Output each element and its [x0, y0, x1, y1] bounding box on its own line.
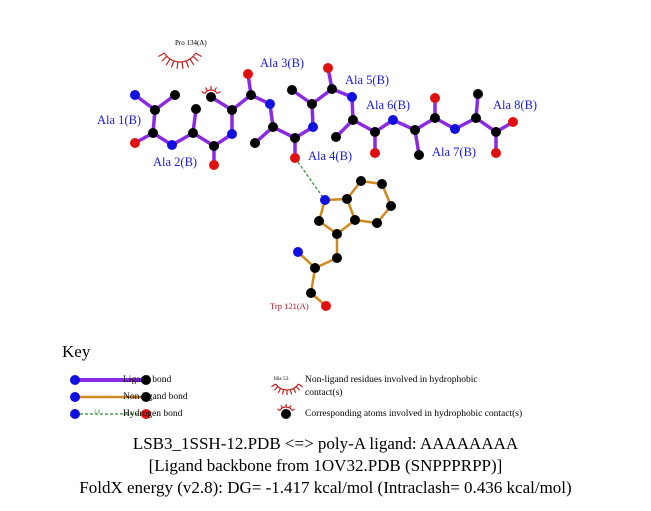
carbon-atom: [307, 99, 317, 109]
carbon-atom: [290, 133, 300, 143]
footer-line-3: FoldX energy (v2.8): DG= -1.417 kcal/mol…: [79, 478, 572, 497]
hydrophobic-contact-pro134-icon: [158, 52, 202, 69]
carbon-atom: [332, 253, 342, 263]
residue-label-ala3: Ala 3(B): [260, 56, 305, 70]
residue-label-ala1: Ala 1(B): [97, 113, 142, 127]
key-hbond-distance: 3.0: [94, 410, 101, 415]
carbon-atom: [342, 194, 352, 204]
carbon-atom: [141, 392, 151, 402]
carbon-atom: [414, 150, 424, 160]
residue-label-ala5: Ala 5(B): [345, 73, 390, 87]
nitrogen-atom: [167, 140, 177, 150]
residue-label-ala7: Ala 7(B): [432, 145, 477, 159]
carbon-atom: [268, 122, 278, 132]
oxygen-atom: [290, 153, 300, 163]
nitrogen-atom: [293, 247, 303, 257]
carbon-atom: [327, 84, 337, 94]
key-title: Key: [62, 342, 91, 361]
carbon-atom: [206, 92, 216, 102]
carbon-atom: [410, 125, 420, 135]
carbon-atom: [348, 115, 358, 125]
carbon-atom: [350, 215, 360, 225]
carbon-atom: [188, 128, 198, 138]
residue-label-pro134: Pro 134(A): [175, 39, 207, 47]
key-hydrophobic-atom: [281, 409, 291, 419]
key-nonligand-residues: Non-ligand residues involved in hydropho…: [305, 375, 478, 385]
oxygen-atom: [321, 301, 331, 311]
hydrophobic-atom-marker-icon: [201, 86, 221, 95]
residue-label-ala6: Ala 6(B): [366, 98, 411, 112]
carbon-atom: [246, 90, 256, 100]
nitrogen-atom: [227, 129, 237, 139]
oxygen-atom: [141, 409, 151, 419]
oxygen-atom: [130, 138, 140, 148]
carbon-atom: [209, 141, 219, 151]
carbon-atom: [310, 263, 320, 273]
nitrogen-atom: [320, 195, 330, 205]
carbon-atom: [430, 113, 440, 123]
footer-line-1: LSB3_1SSH-12.PDB <=> poly-A ligand: AAAA…: [132, 434, 519, 453]
carbon-atom: [370, 127, 380, 137]
oxygen-atom: [323, 63, 333, 73]
nitrogen-atom: [70, 392, 80, 402]
carbon-atom: [191, 104, 201, 114]
oxygen-atom: [508, 117, 518, 127]
carbon-atom: [250, 138, 260, 148]
oxygen-atom: [430, 93, 440, 103]
nitrogen-atom: [130, 90, 140, 100]
carbon-atom: [332, 229, 342, 239]
residue-label-ala8: Ala 8(B): [493, 98, 538, 112]
nitrogen-atom: [388, 115, 398, 125]
carbon-atom: [386, 201, 396, 211]
carbon-atom: [148, 128, 158, 138]
carbon-atom: [287, 85, 297, 95]
residue-label-ala4: Ala 4(B): [308, 149, 353, 163]
key-corresponding-atoms: Corresponding atoms involved in hydropho…: [305, 409, 523, 419]
carbon-atom: [170, 90, 180, 100]
nitrogen-atom: [265, 99, 275, 109]
oxygen-atom: [209, 160, 219, 170]
nitrogen-atom: [70, 409, 80, 419]
nitrogen-atom: [450, 124, 460, 134]
key-example-residue: His 53: [274, 376, 289, 382]
residue-label-trp121: Trp 121(A): [270, 301, 309, 311]
carbon-atom: [227, 105, 237, 115]
key-hydrophobic-residue-icon: [271, 383, 303, 395]
carbon-atom: [150, 105, 160, 115]
footer-line-2: [Ligand backbone from 1OV32.PDB (SNPPPRP…: [148, 456, 503, 475]
oxygen-atom: [491, 148, 501, 158]
nitrogen-atom: [70, 375, 80, 385]
oxygen-atom: [243, 69, 253, 79]
carbon-atom: [491, 127, 501, 137]
key-ligand-bond: Ligand bond: [123, 375, 172, 385]
residue-label-ala2: Ala 2(B): [153, 155, 198, 169]
oxygen-atom: [370, 148, 380, 158]
carbon-atom: [331, 132, 341, 142]
key-hydrophobic-atom-marker-icon: [277, 404, 295, 412]
carbon-atom: [377, 179, 387, 189]
carbon-atom: [471, 113, 481, 123]
carbon-atom: [473, 89, 483, 99]
carbon-atom: [372, 218, 382, 228]
carbon-atom: [141, 375, 151, 385]
hydrogen-bond: [294, 157, 326, 201]
key-nonligand-residues-2: contact(s): [305, 388, 343, 398]
key-hydrogen-bond: Hydrogen bond: [123, 409, 183, 419]
carbon-atom: [314, 216, 324, 226]
key-nonligand-bond: Non-ligand bond: [123, 392, 188, 402]
carbon-atom: [306, 288, 316, 298]
nitrogen-atom: [308, 122, 318, 132]
carbon-atom: [356, 176, 366, 186]
nitrogen-atom: [347, 92, 357, 102]
